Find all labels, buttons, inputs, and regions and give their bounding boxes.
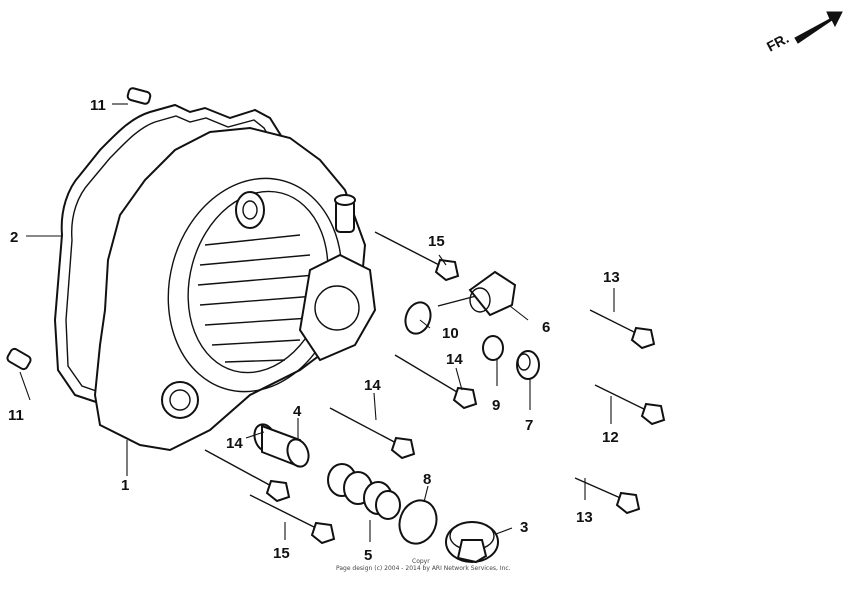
bolt-13-upper (589, 309, 656, 350)
o-rings-and-spring (327, 463, 401, 520)
callout-15-lower: 15 (273, 545, 290, 562)
callout-12: 12 (602, 429, 619, 446)
front-direction-indicator: FR. (764, 11, 843, 55)
callout-14-lower: 14 (364, 377, 381, 394)
drain-plug (516, 350, 540, 380)
bolt-14-lower (329, 407, 416, 460)
o-ring-10 (404, 301, 432, 335)
oil-filler-cap (437, 270, 517, 317)
cover-fins (197, 234, 316, 363)
callout-15-upper: 15 (428, 233, 445, 250)
bolt-15-upper (374, 231, 460, 282)
bolt-15-lower (249, 494, 336, 545)
callout-14-middle: 14 (446, 351, 463, 368)
callout-10: 10 (442, 325, 459, 342)
callout-2: 2 (10, 229, 18, 246)
callout-7: 7 (525, 417, 533, 434)
washer-9 (482, 335, 504, 361)
callout-3: 3 (520, 519, 528, 536)
pump-flange (298, 253, 377, 362)
dowel-pin-upper (126, 87, 152, 105)
filter-cap (445, 521, 499, 564)
copyright-line-2: Page design (c) 2004 - 2014 by ARI Netwo… (336, 565, 511, 572)
front-direction-label: FR. (764, 30, 791, 55)
callout-labels: 11 2 11 1 15 15 14 14 14 4 10 6 9 7 13 1… (8, 97, 620, 564)
callout-11-upper: 11 (90, 97, 106, 114)
callout-9: 9 (492, 397, 500, 414)
callout-13-lower: 13 (576, 509, 593, 526)
oil-strainer (253, 423, 310, 468)
leader-lines (19, 103, 615, 542)
callout-6: 6 (542, 319, 550, 336)
bolt-12 (594, 384, 666, 426)
callout-8: 8 (423, 471, 431, 488)
bolt-13-lower (574, 477, 641, 515)
copyright-line-1: Copyr (412, 558, 430, 565)
o-ring-8 (398, 499, 438, 545)
callout-1: 1 (121, 477, 129, 494)
bolt-14-left (204, 449, 291, 503)
callout-11-lower: 11 (8, 407, 24, 424)
bolt-14-middle (394, 354, 478, 410)
dowel-pin-lower (6, 347, 32, 371)
callout-13-upper: 13 (603, 269, 620, 286)
callout-5: 5 (364, 547, 372, 564)
callout-14-left: 14 (226, 435, 243, 452)
front-arrow-icon (794, 11, 843, 44)
callout-4: 4 (293, 403, 302, 420)
